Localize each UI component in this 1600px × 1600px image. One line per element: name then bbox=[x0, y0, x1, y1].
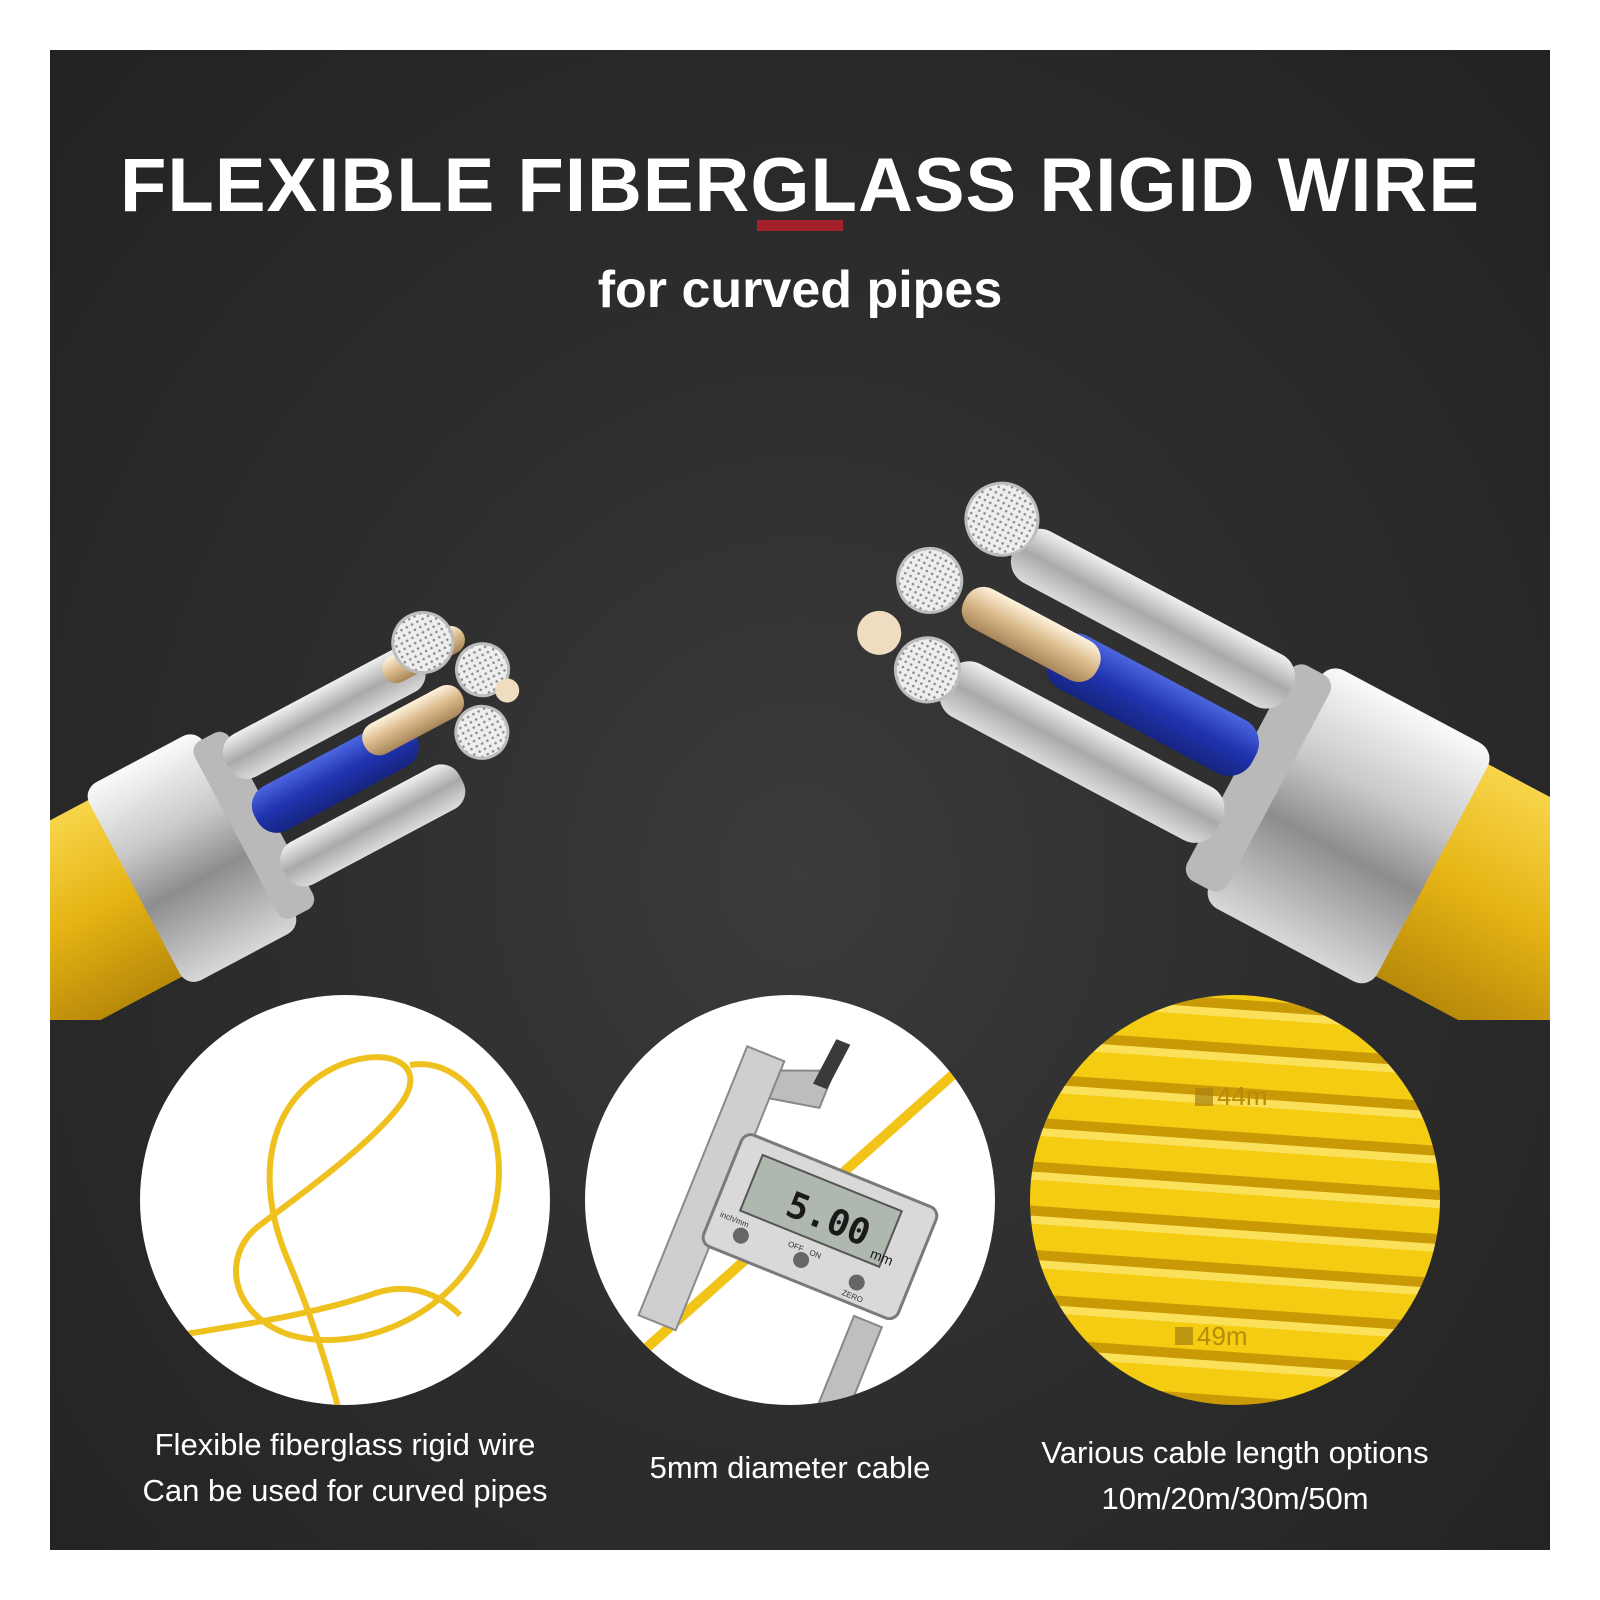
caption-line: Flexible fiberglass rigid wire bbox=[154, 1427, 536, 1462]
cable-cross-section-illustration bbox=[50, 481, 1550, 1020]
caliper-icon: 5.00 mm inch/mm OFF ON ZERO bbox=[637, 1039, 939, 1405]
cable-spool-icon bbox=[1030, 995, 1440, 1405]
spool-marking: 44m bbox=[1217, 1081, 1268, 1111]
spool-marking: 49m bbox=[1197, 1321, 1248, 1351]
caption-line: 10m/20m/30m/50m bbox=[1101, 1481, 1369, 1516]
product-banner: FLEXIBLE FIBERGLASS RIGID WIRE for curve… bbox=[50, 50, 1550, 1550]
headline: FLEXIBLE FIBERGLASS RIGID WIRE bbox=[119, 143, 1481, 228]
feature-caption-flexible: Flexible fiberglass rigid wire Can be us… bbox=[115, 1422, 575, 1514]
subheadline: for curved pipes bbox=[597, 261, 1003, 319]
left-cable bbox=[50, 611, 520, 1020]
feature-caption-length: Various cable length options 10m/20m/30m… bbox=[1005, 1430, 1465, 1522]
right-cable bbox=[857, 481, 1550, 1020]
caliper-photo: 5.00 mm inch/mm OFF ON ZERO bbox=[585, 995, 995, 1405]
cable-spool-photo: 44m 49m bbox=[1030, 995, 1440, 1405]
caliper-button-label: ON bbox=[808, 1248, 823, 1261]
coiled-wire-icon bbox=[179, 1054, 502, 1405]
accent-bar bbox=[757, 220, 843, 231]
caption-line: 5mm diameter cable bbox=[649, 1450, 931, 1485]
caption-line: Can be used for curved pipes bbox=[142, 1473, 548, 1508]
coiled-wire-photo bbox=[140, 995, 550, 1405]
feature-caption-diameter: 5mm diameter cable bbox=[560, 1445, 1020, 1491]
caption-line: Various cable length options bbox=[1041, 1435, 1429, 1470]
